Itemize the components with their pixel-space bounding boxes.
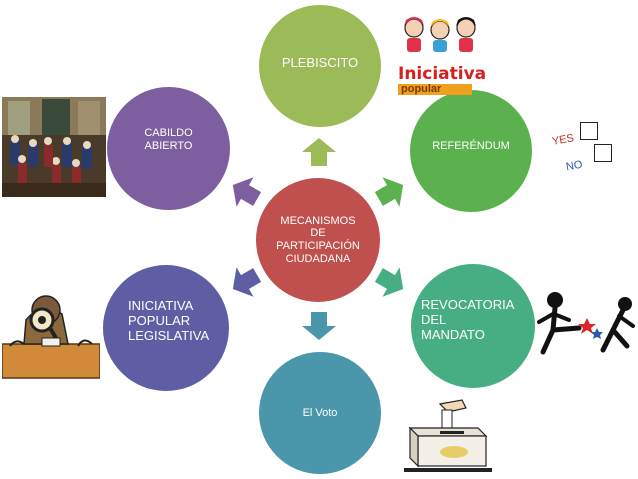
- node-referendum: REFERÉNDUM: [410, 90, 532, 212]
- kick-out-figure-icon: [537, 292, 635, 355]
- node-cabildo: CABILDO ABIERTO: [107, 87, 230, 210]
- iniciativa-popular-logo: Iniciativa popular: [398, 8, 487, 95]
- people-faces-icon: [404, 17, 476, 52]
- node-plebiscito-label: PLEBISCITO: [281, 54, 359, 70]
- arrow-to-referendum: [374, 177, 404, 207]
- yes-no-ballot: YES NO: [548, 118, 618, 180]
- no-label: NO: [565, 158, 584, 174]
- node-revocatoria-label: REVOCATORIA DEL MANDATO: [421, 297, 515, 342]
- node-referendum-label: REFERÉNDUM: [432, 139, 510, 152]
- node-revocatoria: REVOCATORIA DEL MANDATO: [411, 264, 535, 388]
- cabildo-painting-image: [2, 97, 106, 197]
- node-voto-label: El Voto: [302, 406, 338, 419]
- arrow-to-cabildo: [232, 177, 262, 207]
- yes-label: YES: [551, 132, 575, 148]
- yes-checkbox: [580, 122, 598, 140]
- arrow-to-voto: [302, 312, 336, 340]
- node-iniciativa-label: INICIATIVA POPULAR LEGISLATIVA: [128, 298, 210, 343]
- node-iniciativa: INICIATIVA POPULAR LEGISLATIVA: [103, 265, 229, 391]
- ballot-box-icon: [404, 399, 492, 472]
- node-cabildo-label: CABILDO ABIERTO: [144, 126, 193, 152]
- node-voto: El Voto: [259, 352, 381, 474]
- arrow-to-iniciativa: [232, 267, 262, 297]
- node-plebiscito: PLEBISCITO: [259, 5, 381, 127]
- no-checkbox: [594, 144, 612, 162]
- man-with-magnifier-icon: [2, 295, 100, 379]
- center-node: MECANISMOS DE PARTICIPACIÓN CIUDADANA: [256, 178, 380, 302]
- arrow-to-revocatoria: [374, 267, 404, 297]
- center-label: MECANISMOS DE PARTICIPACIÓN CIUDADANA: [276, 214, 360, 265]
- arrow-to-plebiscito: [302, 138, 336, 166]
- iniciativa-logo-word: Iniciativa: [398, 64, 487, 84]
- iniciativa-logo-subword: popular: [398, 84, 472, 95]
